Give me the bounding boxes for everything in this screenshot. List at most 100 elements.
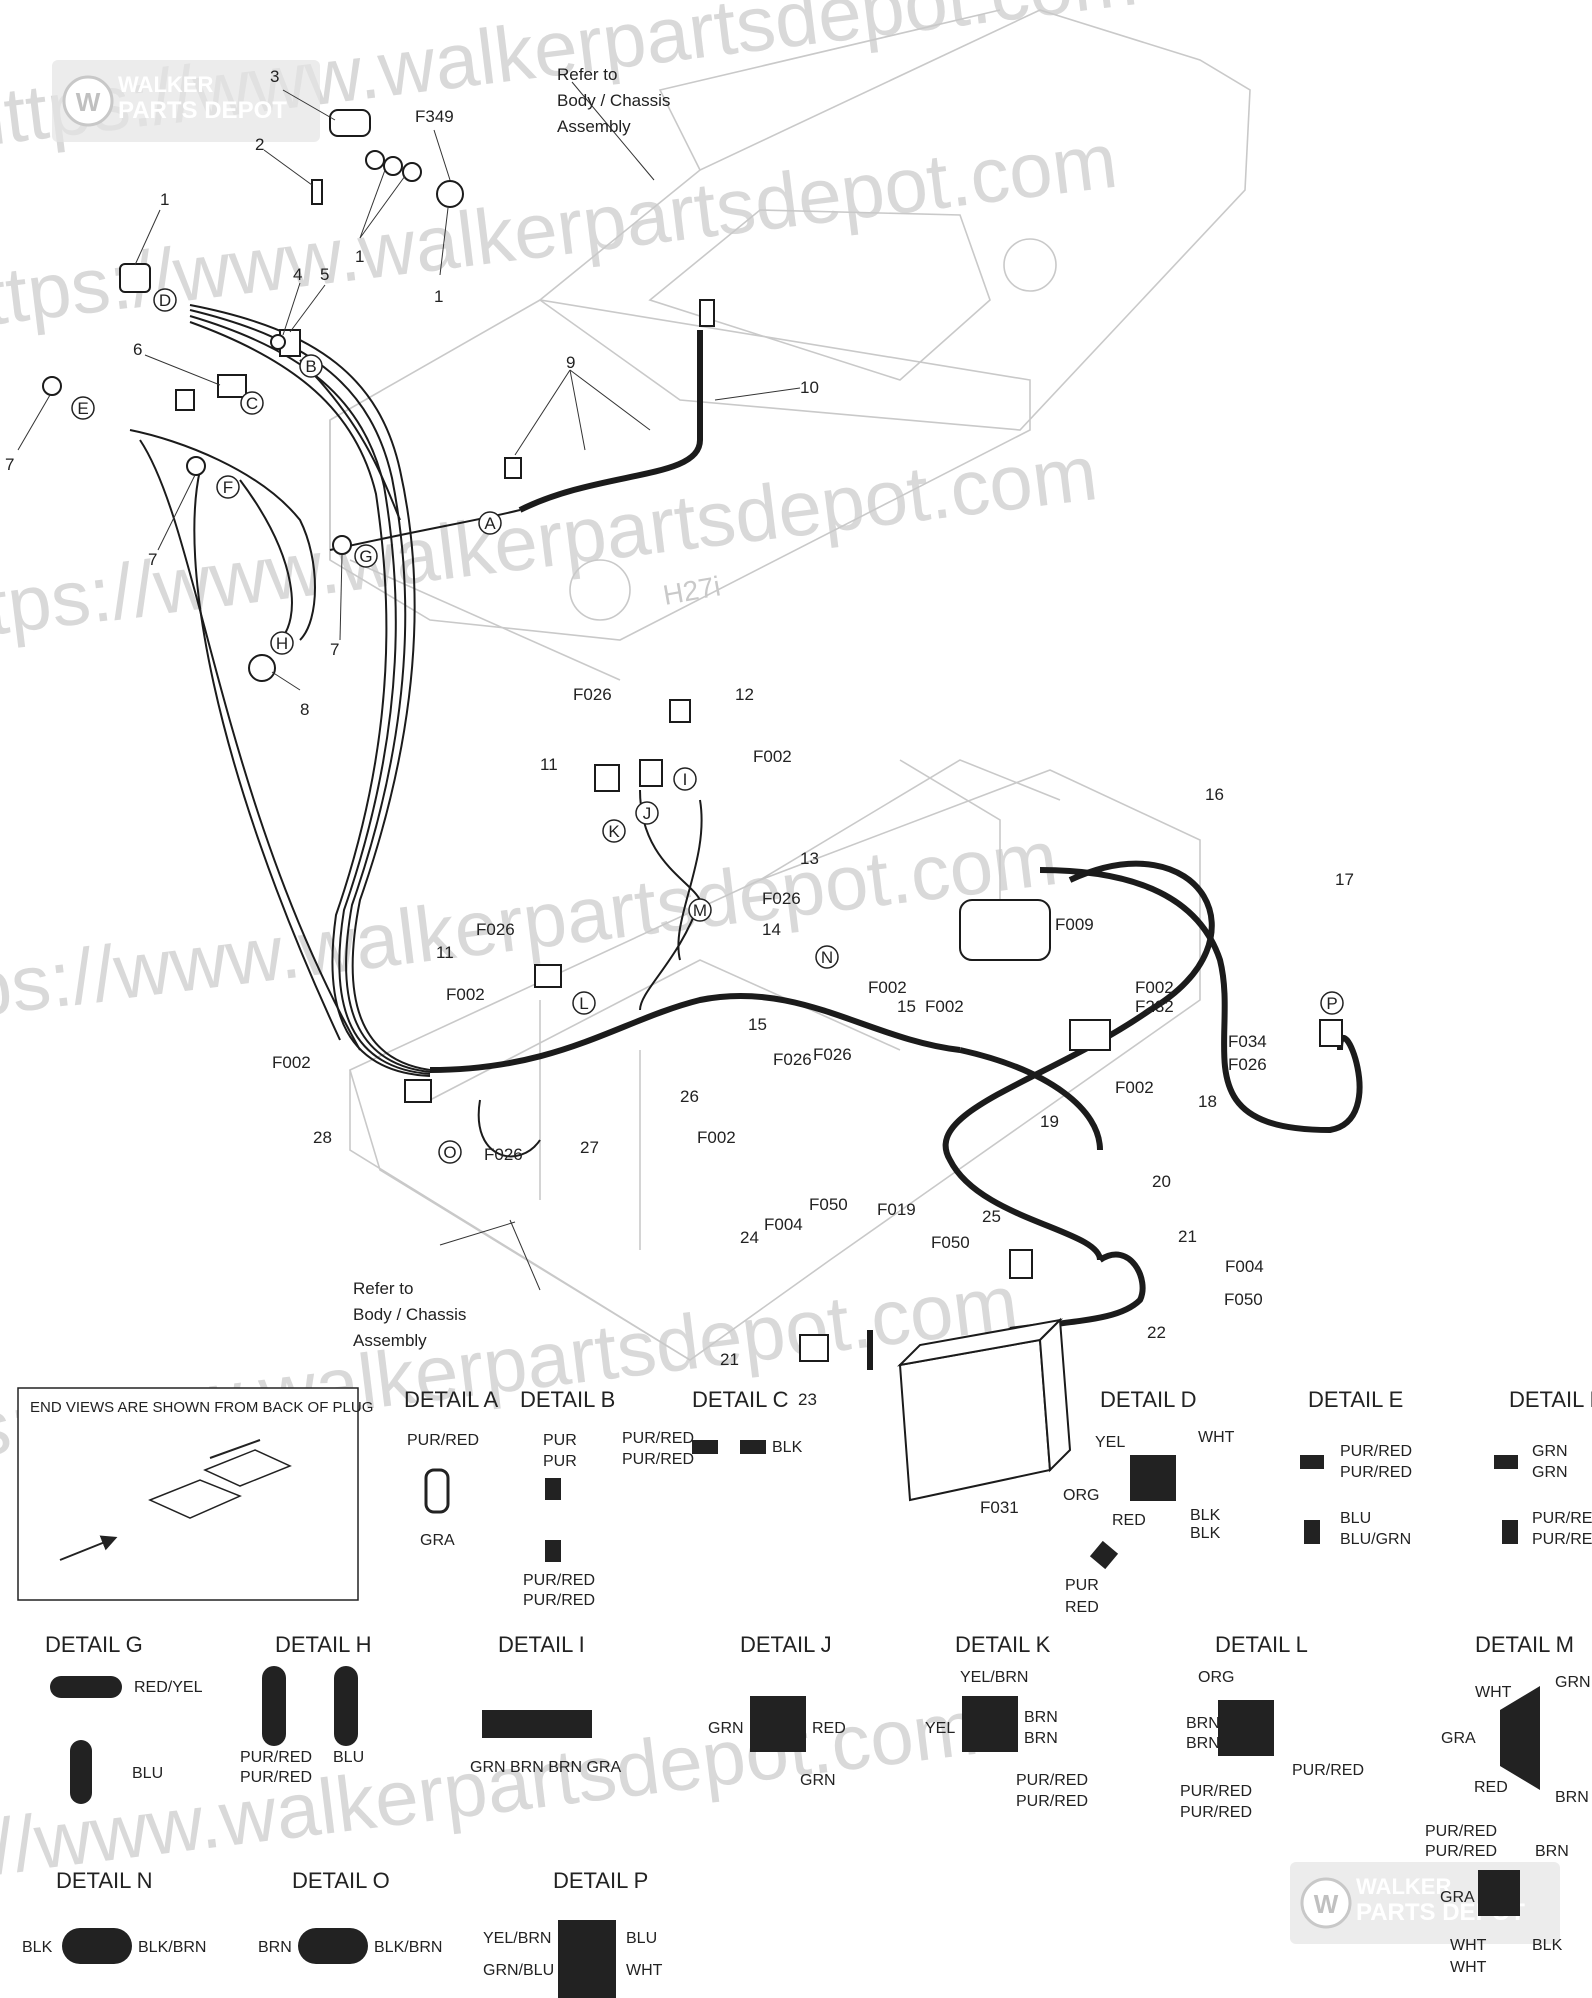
ref-line: Assembly (353, 1331, 427, 1350)
svg-text:W: W (1314, 1889, 1339, 1919)
svg-text:YEL/BRN: YEL/BRN (483, 1930, 551, 1947)
svg-text:PUR/RED: PUR/RED (1425, 1823, 1497, 1840)
callout-f026: F026 (773, 1050, 812, 1069)
callout-11: 11 (540, 755, 558, 774)
callout-f009: F009 (1055, 915, 1094, 934)
svg-text:F: F (223, 478, 233, 497)
svg-text:RED: RED (1112, 1512, 1146, 1529)
svg-text:K: K (608, 822, 620, 841)
connector-marker-N: N (815, 945, 839, 969)
callout-27: 27 (580, 1138, 599, 1157)
starter-motor (959, 899, 1051, 961)
connector-icon (482, 1710, 592, 1738)
callout-10: 10 (800, 378, 819, 397)
svg-text:BLK/BRN: BLK/BRN (374, 1939, 442, 1956)
svg-text:BLU/GRN: BLU/GRN (1340, 1531, 1411, 1548)
terminal-icon (334, 1666, 358, 1746)
svg-text:DETAIL O: DETAIL O (292, 1868, 390, 1893)
watermark-text: https://www.walkerpartsdepot.com (0, 428, 1102, 660)
end-view-note: END VIEWS ARE SHOWN FROM BACK OF PLUG (17, 1387, 373, 1601)
callout-18: 18 (1198, 1092, 1217, 1111)
walker-logo-icon (62, 75, 114, 127)
detail-a: DETAIL A PUR/RED GRA (404, 1387, 498, 1549)
svg-text:I: I (683, 770, 688, 789)
callout-9: 9 (566, 353, 575, 372)
chassis-outline (349, 759, 1201, 1361)
callouts: 3 2 F349 1 1 1 4 5 6 7 7 7 8 9 10 F026 1… (5, 67, 1354, 1517)
svg-text:BLU: BLU (333, 1749, 364, 1766)
callout-f026: F026 (573, 685, 612, 704)
connector-icon (1502, 1520, 1518, 1544)
battery-23 (898, 1338, 1052, 1502)
callout-19: 19 (1040, 1112, 1059, 1131)
connector-marker-E: E (71, 396, 95, 420)
svg-text:DETAIL H: DETAIL H (275, 1632, 372, 1657)
callout-7: 7 (5, 455, 14, 474)
connector-marker-K: K (602, 819, 626, 843)
callout-f002: F002 (697, 1128, 736, 1147)
clip (175, 389, 195, 411)
detail-k: DETAIL K YEL/BRN YEL BRN BRN PUR/RED PUR… (925, 1632, 1088, 1810)
connector-marker-I: I (673, 767, 697, 791)
svg-text:PUR/RED: PUR/RED (240, 1769, 312, 1786)
svg-text:BLK: BLK (1190, 1525, 1221, 1542)
svg-text:WHT: WHT (1198, 1429, 1235, 1446)
svg-text:PUR/RED: PUR/RED (407, 1432, 479, 1449)
detail-extra: PUR/RED PUR/RED BRN GRA WHT WHT BLK (1425, 1823, 1569, 1976)
callout-17: 17 (1335, 870, 1354, 889)
svg-text:WHT: WHT (1475, 1684, 1512, 1701)
svg-text:PUR/RED: PUR/RED (1180, 1804, 1252, 1821)
svg-text:GRN: GRN (1532, 1464, 1568, 1481)
svg-text:H: H (276, 634, 288, 653)
svg-text:BRN: BRN (1555, 1789, 1589, 1806)
svg-text:YEL: YEL (925, 1720, 955, 1737)
fuse-21 (799, 1334, 829, 1362)
connector-10 (699, 299, 715, 327)
callout-6: 6 (133, 340, 142, 359)
callout-12: 12 (735, 685, 754, 704)
svg-text:PUR/RED: PUR/RED (240, 1749, 312, 1766)
callout-f050: F050 (809, 1195, 848, 1214)
detail-c: DETAIL C PUR/RED PUR/RED BLK (622, 1387, 803, 1468)
svg-text:DETAIL E: DETAIL E (1308, 1387, 1403, 1412)
callout-23: 23 (798, 1390, 817, 1409)
ref-line: Body / Chassis (557, 91, 670, 110)
svg-text:PUR/RED: PUR/RED (1292, 1762, 1364, 1779)
connector-icon (545, 1540, 561, 1562)
connector-icon (1300, 1455, 1324, 1469)
svg-text:W: W (76, 87, 101, 117)
callout-f050: F050 (931, 1233, 970, 1252)
connector-marker-J: J (635, 801, 659, 825)
svg-text:M: M (693, 901, 707, 920)
connector-marker-M: M (688, 898, 712, 922)
svg-text:BLU: BLU (1340, 1510, 1371, 1527)
key-switch-3 (329, 109, 371, 137)
callout-f002: F002 (868, 978, 907, 997)
svg-text:G: G (359, 547, 372, 566)
callout-15: 15 (748, 1015, 767, 1034)
svg-text:BRN: BRN (1535, 1843, 1569, 1860)
parts (42, 109, 1343, 1502)
detail-m: DETAIL M WHT GRN GRA RED BRN (1441, 1632, 1591, 1806)
svg-text:GRN: GRN (708, 1720, 744, 1737)
ref-line: Body / Chassis (353, 1305, 466, 1324)
callout-f026: F026 (813, 1045, 852, 1064)
connector-marker-B: B (299, 354, 323, 378)
svg-text:PUR: PUR (543, 1453, 577, 1470)
connector-markers: D B C E F A G H I J K M N L P O (71, 288, 1344, 1164)
svg-text:H27i: H27i (661, 570, 723, 611)
watermark-text: https://www.walkerpartsdepot.com (0, 116, 1122, 348)
svg-text:YEL/BRN: YEL/BRN (960, 1669, 1028, 1686)
hourmeter-8 (248, 654, 276, 682)
svg-text:DETAIL P: DETAIL P (553, 1868, 648, 1893)
relay-11 (639, 759, 663, 787)
callout-f034: F034 (1228, 1032, 1267, 1051)
callout-20: 20 (1152, 1172, 1171, 1191)
connector-marker-D: D (153, 288, 177, 312)
svg-text:YEL: YEL (1095, 1434, 1125, 1451)
callout-f002: F002 (272, 1053, 311, 1072)
svg-text:PUR/RED: PUR/RED (1340, 1443, 1412, 1460)
logo-line1: WALKER (118, 72, 213, 97)
callout-13: 13 (800, 849, 819, 868)
relay-11 (594, 764, 620, 792)
